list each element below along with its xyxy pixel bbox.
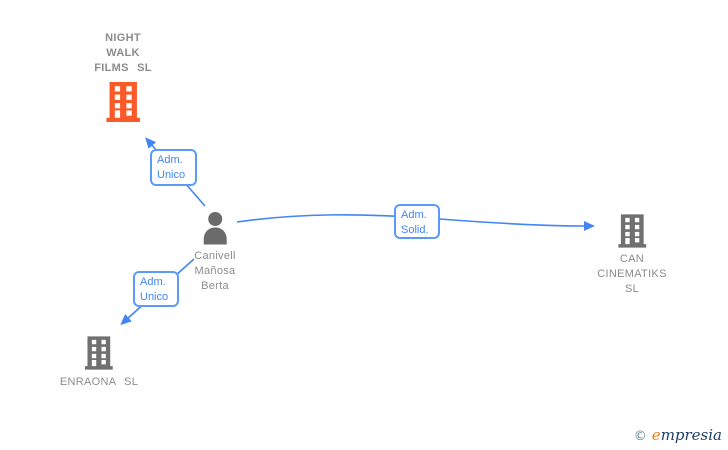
edge-label-adm-unico-top: Adm. Unico (150, 149, 197, 186)
brand-rest: mpresia (660, 426, 722, 444)
person-name: Canivell Mañosa Berta (194, 249, 236, 294)
copyright-icon: © (633, 429, 647, 444)
node-enraona[interactable]: ENRAONA SL (60, 336, 138, 390)
empresia-logo[interactable]: © empresia (634, 426, 722, 444)
building-icon (617, 214, 646, 248)
edge-label-line: Adm. (157, 154, 183, 166)
edge-label-line: Unico (157, 169, 186, 181)
brand-initial: e (651, 426, 661, 444)
edge-label-line: Adm. (140, 276, 166, 288)
company-name-line: WALK (106, 47, 140, 59)
person-name-line: Mañosa (194, 265, 236, 277)
edge-label-line: Adm. (401, 209, 427, 221)
node-can-cinematiks[interactable]: CAN CINEMATIKS SL (597, 214, 666, 297)
company-name-line: ENRAONA SL (59, 376, 139, 388)
person-name-line: Canivell (194, 250, 236, 262)
company-name-line: NIGHT (105, 32, 141, 44)
brand-wordmark: empresia (652, 426, 722, 444)
company-name: NIGHT WALK FILMS SL (94, 31, 152, 76)
company-name-line: FILMS SL (94, 62, 152, 74)
building-icon (85, 336, 113, 370)
company-name-line: CINEMATIKS (597, 268, 667, 280)
building-icon (106, 82, 140, 122)
edge-label-line: Unico (140, 291, 169, 303)
node-night-walk-films[interactable]: NIGHT WALK FILMS SL (94, 31, 152, 122)
edge-label-adm-solid: Adm. Solid. (394, 204, 440, 239)
edge-label-line: Solid. (401, 224, 429, 236)
node-canivell-manosa-berta[interactable]: Canivell Mañosa Berta (194, 211, 236, 294)
person-icon (203, 212, 227, 245)
company-name-line: SL (624, 283, 640, 295)
company-name: ENRAONA SL (60, 375, 138, 390)
company-name: CAN CINEMATIKS SL (597, 252, 666, 297)
person-name-line: Berta (201, 280, 229, 292)
edge-label-adm-unico-bottom: Adm. Unico (133, 271, 179, 307)
company-name-line: CAN (619, 253, 645, 265)
